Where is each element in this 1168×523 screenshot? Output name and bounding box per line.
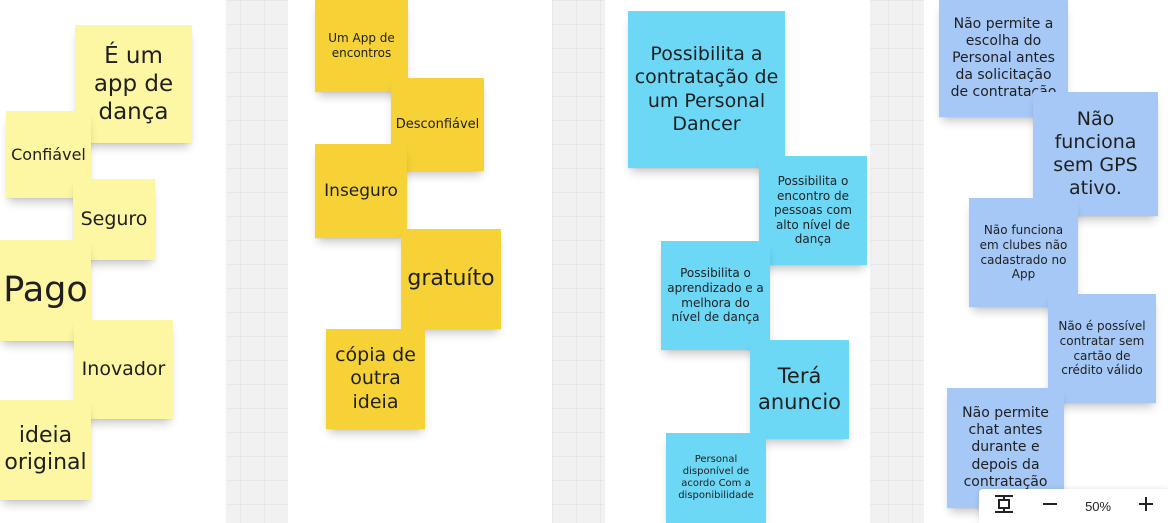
sticky-note-text: Não funciona em clubes não cadastrado no… [979, 223, 1068, 282]
sticky-note-text: Não funciona sem GPS ativo. [1053, 107, 1138, 200]
sticky-note-text: cópia de outra ideia [335, 344, 416, 413]
sticky-note-text: Confiável [11, 144, 86, 164]
sticky-note[interactable]: Não permite chat antes durante e depois … [947, 388, 1064, 508]
sticky-note[interactable]: Não funciona sem GPS ativo. [1033, 92, 1158, 216]
plus-icon [1138, 496, 1154, 517]
sticky-note[interactable]: gratuíto [401, 229, 501, 329]
sticky-note-text: Personal disponível de acordo Com a disp… [678, 453, 754, 502]
sticky-note-text: Não permite chat antes durante e depois … [962, 405, 1049, 490]
sticky-note-text: É um app de dança [93, 42, 174, 126]
zoom-in-button[interactable] [1138, 496, 1154, 517]
sticky-note-text: Não permite a escolha do Personal antes … [950, 15, 1057, 101]
sticky-note[interactable]: Personal disponível de acordo Com a disp… [666, 433, 766, 523]
sticky-note[interactable]: Possibilita a contratação de um Personal… [628, 11, 785, 168]
sticky-note-text: Inovador [81, 357, 166, 380]
sticky-note[interactable]: Inseguro [315, 144, 407, 238]
sticky-note-text: Inseguro [324, 180, 398, 201]
sticky-note[interactable]: Possibilita o aprendizado e a melhora do… [661, 241, 770, 350]
fit-to-screen-icon [993, 494, 1015, 519]
zoom-out-button[interactable] [1042, 496, 1058, 517]
sticky-note[interactable]: ideia original [0, 400, 91, 500]
sticky-note-text: gratuíto [407, 265, 495, 291]
sticky-note-text: Pago [3, 270, 88, 311]
sticky-note[interactable]: Não é possível contratar sem cartão de c… [1048, 294, 1156, 403]
fit-to-screen-button[interactable] [993, 494, 1015, 519]
sticky-note[interactable]: Terá anuncio [750, 340, 849, 439]
sticky-note[interactable]: Possibilita o encontro de pessoas com al… [759, 156, 867, 265]
sticky-note-text: Desconfiável [395, 116, 480, 132]
sticky-note[interactable]: Não funciona em clubes não cadastrado no… [969, 198, 1078, 307]
sticky-note-text: ideia original [4, 423, 87, 475]
sticky-note-text: Possibilita a contratação de um Personal… [634, 43, 779, 135]
minus-icon [1042, 496, 1058, 517]
sticky-note-text: Possibilita o encontro de pessoas com al… [774, 173, 852, 247]
sticky-note-text: Não é possível contratar sem cartão de c… [1058, 319, 1146, 378]
zoom-toolbar: 50% [979, 489, 1168, 523]
sticky-note-text: Um App de encontros [328, 31, 395, 60]
zoom-level: 50% [1085, 498, 1112, 514]
sticky-note[interactable]: Um App de encontros [315, 0, 408, 92]
sticky-note[interactable]: É um app de dança [75, 25, 192, 143]
sticky-note[interactable]: cópia de outra ideia [326, 329, 425, 429]
sticky-note-text: Seguro [80, 207, 148, 230]
sticky-note-text: Terá anuncio [757, 363, 842, 414]
sticky-note-text: Possibilita o aprendizado e a melhora do… [667, 266, 764, 325]
